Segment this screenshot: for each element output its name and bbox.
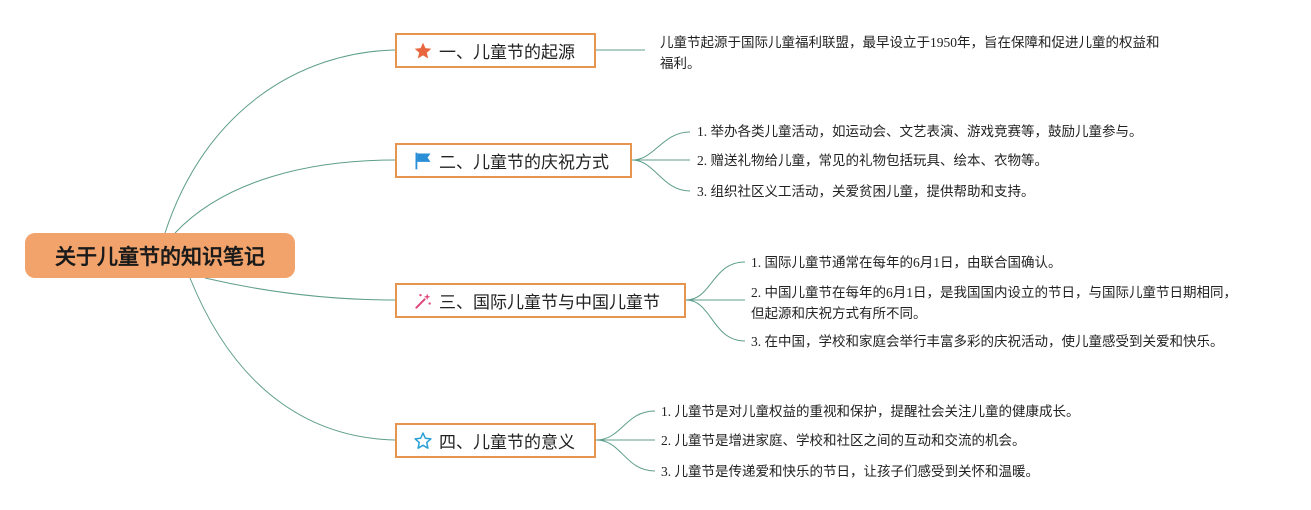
branch-topic-label: 二、儿童节的庆祝方式: [439, 153, 609, 173]
connector-branch-3-leaf-1: [685, 261, 746, 301]
leaf-text: 1. 国际儿童节通常在每年的6月1日，由联合国确认。: [751, 255, 1062, 270]
sparkle-icon: [413, 291, 433, 311]
branch-topic-celebration[interactable]: 二、儿童节的庆祝方式: [395, 143, 632, 178]
leaf-text: 3. 儿童节是传递爱和快乐的节日，让孩子们感受到关怀和温暖。: [661, 464, 1039, 479]
connector-root-branch-2: [174, 159, 396, 234]
connector-branch-2-leaf-1: [631, 131, 691, 161]
connector-root-branch-3: [204, 277, 396, 301]
leaf-text: 儿童节起源于国际儿童福利联盟，最早设立于1950年，旨在保障和促进儿童的权益和福…: [660, 35, 1160, 71]
connector-branch-2-leaf-3: [631, 159, 691, 192]
leaf-text: 3. 组织社区义工活动，关爱贫困儿童，提供帮助和支持。: [697, 184, 1035, 199]
connector-branch-4-leaf-3: [595, 439, 656, 472]
branch-topic-meaning[interactable]: 四、儿童节的意义: [395, 423, 596, 458]
star-outline-icon: [413, 431, 433, 451]
branch-topic-origin[interactable]: 一、儿童节的起源: [395, 33, 596, 68]
leaf-text: 2. 赠送礼物给儿童，常见的礼物包括玩具、绘本、衣物等。: [697, 153, 1048, 168]
branch-topic-international-vs-china[interactable]: 三、国际儿童节与中国儿童节: [395, 283, 686, 318]
connector-root-branch-1: [164, 49, 396, 234]
leaf-text: 1. 儿童节是对儿童权益的重视和保护，提醒社会关注儿童的健康成长。: [661, 404, 1080, 419]
leaf-text: 2. 中国儿童节在每年的6月1日，是我国国内设立的节日，与国际儿童节日期相同，但…: [751, 285, 1237, 321]
leaf-text: 1. 举办各类儿童活动，如运动会、文艺表演、游戏竞赛等，鼓励儿童参与。: [697, 124, 1143, 139]
leaf-text: 3. 在中国，学校和家庭会举行丰富多彩的庆祝活动，使儿童感受到关爱和快乐。: [751, 334, 1224, 349]
root-topic-label: 关于儿童节的知识笔记: [55, 244, 265, 269]
flag-icon: [413, 151, 433, 171]
connector-branch-3-leaf-3: [685, 299, 746, 342]
star-filled-icon: [413, 41, 433, 61]
branch-topic-label: 一、儿童节的起源: [439, 43, 575, 63]
root-topic[interactable]: 关于儿童节的知识笔记: [25, 233, 295, 278]
connector-root-branch-4: [189, 277, 396, 441]
connector-branch-4-leaf-1: [595, 410, 656, 441]
branch-topic-label: 三、国际儿童节与中国儿童节: [439, 293, 660, 313]
leaf-text: 2. 儿童节是增进家庭、学校和社区之间的互动和交流的机会。: [661, 433, 1026, 448]
branch-topic-label: 四、儿童节的意义: [439, 433, 575, 453]
